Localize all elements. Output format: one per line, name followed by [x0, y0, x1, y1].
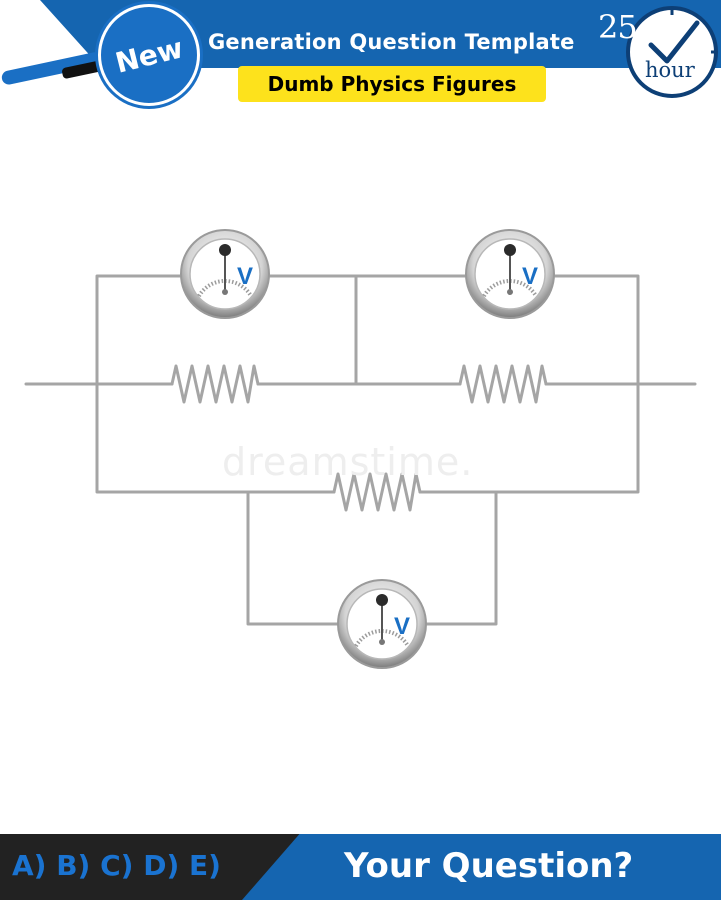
wire-top-left	[95, 274, 185, 386]
hour-label: hour	[645, 58, 695, 82]
template-title: Generation Question Template	[208, 30, 575, 54]
watermark: dreamstime.	[222, 440, 474, 484]
subtitle-box: Dumb Physics Figures	[238, 66, 546, 102]
resistor-1	[170, 364, 260, 404]
wire-lower-left	[95, 382, 336, 494]
subtitle-text: Dumb Physics Figures	[267, 72, 517, 96]
question-prompt: Your Question?	[344, 846, 634, 886]
resistor-2	[458, 364, 548, 404]
answer-options-bar	[0, 834, 300, 900]
wire-top-right	[550, 274, 640, 386]
clock-icon	[626, 6, 718, 98]
new-badge: New	[98, 4, 200, 106]
hour-number: 25.	[598, 8, 647, 46]
voltmeter-2-label: V	[522, 263, 538, 290]
question-bar	[242, 834, 721, 900]
voltmeter-1-label: V	[237, 263, 253, 290]
wire-bottom-left	[246, 490, 342, 626]
voltmeter-3: V	[337, 579, 427, 669]
resistor-3	[332, 472, 422, 512]
answer-options: A) B) C) D) E)	[12, 849, 221, 882]
voltmeter-1: V	[180, 229, 270, 319]
voltmeter-2: V	[465, 229, 555, 319]
voltmeter-3-label: V	[394, 613, 410, 640]
wire-bottom-right	[422, 490, 498, 626]
wire-lower-right	[418, 382, 640, 494]
